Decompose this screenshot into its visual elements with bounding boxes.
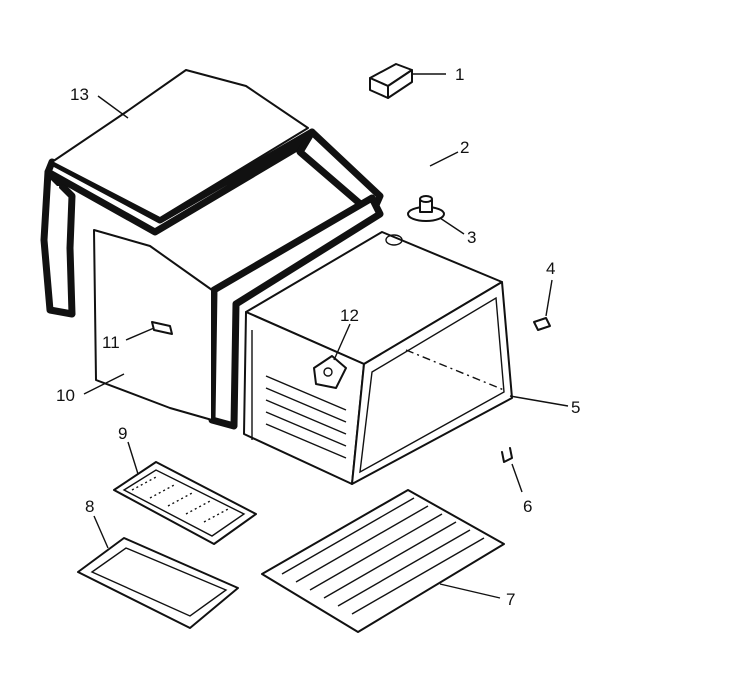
leader-11 [125,327,155,341]
insulation-left-edge [40,168,76,318]
part-2-tube [395,135,455,203]
callout-labels: 1 2 3 4 5 6 7 8 9 10 11 12 13 [56,65,580,609]
leader-7 [439,583,501,599]
leader-6 [511,463,523,493]
leader-12 [333,323,351,361]
callout-6: 6 [523,497,532,516]
callout-4: 4 [546,259,555,278]
callout-5: 5 [571,398,580,417]
insulation-blanket [40,69,384,430]
part-12-fitting [313,355,347,389]
part-11-clip [151,321,173,335]
part-6-bracket [501,447,513,463]
leader-3 [439,217,465,235]
callout-7: 7 [506,590,515,609]
callout-2: 2 [460,138,469,157]
part-8-broiler-pan [77,537,239,629]
callout-3: 3 [467,228,476,247]
callout-13: 13 [70,85,89,104]
leader-lines [83,73,569,599]
leader-9 [127,441,139,475]
part-7-oven-rack [261,489,505,633]
callout-10: 10 [56,386,75,405]
part-1-block [369,63,413,99]
callout-11: 11 [102,333,120,352]
leader-10 [83,373,125,395]
callout-8: 8 [85,497,94,516]
part-9-broiler-grid [113,461,257,545]
callout-1: 1 [455,65,464,84]
insulation-middle-band [208,194,384,430]
leader-8 [93,515,109,549]
part-3-grommet [407,195,445,222]
callout-12: 12 [340,306,359,325]
callout-9: 9 [118,424,127,443]
part-4-clip [533,317,551,331]
leader-4 [545,279,553,317]
insulation-top-sheet [51,69,309,219]
leader-2 [429,151,459,167]
part-5-oven-liner [243,231,513,485]
leader-5 [509,395,569,407]
leader-13 [97,95,129,119]
